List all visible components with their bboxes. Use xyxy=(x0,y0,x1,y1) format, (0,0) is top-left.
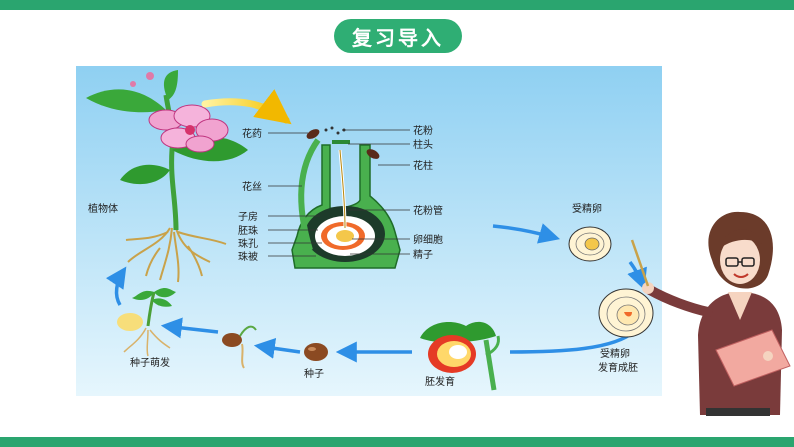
fertilized-egg-icon xyxy=(568,226,612,262)
label-pollen: 花粉 xyxy=(413,124,433,137)
label-ovary: 子房 xyxy=(238,210,258,223)
page-title: 复习导入 xyxy=(334,19,462,53)
label-ovule: 胚珠 xyxy=(238,224,258,237)
label-germination: 种子萌发 xyxy=(130,356,170,369)
seedling-icon xyxy=(117,287,176,357)
label-integument: 珠被 xyxy=(238,250,258,263)
flowering-plant xyxy=(86,70,292,283)
label-seed: 种子 xyxy=(304,367,324,380)
label-filament: 花丝 xyxy=(242,180,262,193)
label-pollen-tube: 花粉管 xyxy=(413,204,443,217)
label-dev-line1: 受精卵 xyxy=(600,347,630,360)
label-embryo-dev: 胚发育 xyxy=(425,375,455,388)
top-accent-bar xyxy=(0,0,794,10)
germinating-seed-icon xyxy=(222,325,257,369)
ovule-developing-embryo-icon xyxy=(598,288,654,338)
embryo-development-icon xyxy=(420,321,500,391)
teacher-figure xyxy=(630,211,791,416)
leader-lines-right xyxy=(342,129,410,255)
bottom-accent-bar xyxy=(0,437,794,447)
label-micropyle: 珠孔 xyxy=(238,237,258,250)
pistil-cross-section xyxy=(291,126,401,269)
label-stigma: 柱头 xyxy=(413,138,433,151)
label-style: 花柱 xyxy=(413,159,433,172)
label-dev-line2: 发育成胚 xyxy=(598,361,638,374)
leader-lines-left xyxy=(268,132,322,257)
label-anther: 花药 xyxy=(242,127,262,140)
label-egg-cell: 卵细胞 xyxy=(413,233,443,246)
seed-icon xyxy=(304,343,328,361)
label-sperm: 精子 xyxy=(413,248,433,261)
label-fertilized-egg: 受精卵 xyxy=(572,202,602,215)
label-plant: 植物体 xyxy=(88,202,118,215)
